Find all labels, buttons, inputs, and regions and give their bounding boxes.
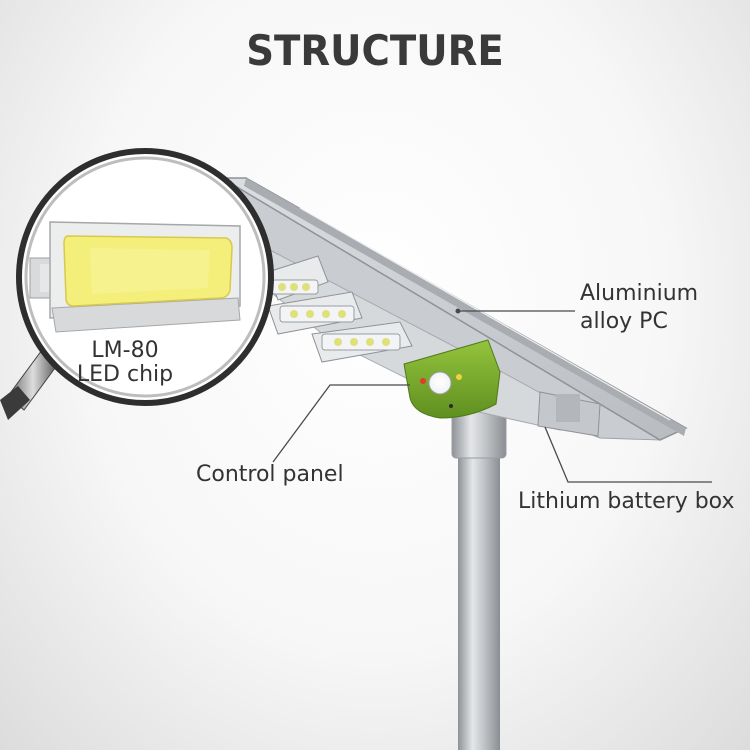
label-lm80: LM-80 xyxy=(91,338,159,363)
label-control-panel: Control panel xyxy=(196,462,344,487)
solar-panel xyxy=(219,177,688,441)
page-title: STRUCTURE xyxy=(246,26,504,75)
led-chip-icon xyxy=(29,221,241,333)
led-module xyxy=(311,321,413,363)
label-aluminium-line2: alloy PC xyxy=(580,309,668,334)
leader-control xyxy=(272,384,410,463)
leader-battery xyxy=(544,426,712,483)
leader-lines xyxy=(272,310,712,483)
label-aluminium-line1: Aluminium xyxy=(580,281,699,306)
led-module xyxy=(267,255,329,301)
led-module xyxy=(267,291,363,335)
label-battery-box: Lithium battery box xyxy=(518,489,735,514)
battery-box xyxy=(537,391,601,437)
label-led-chip: LED chip xyxy=(76,362,174,387)
pir-sensor xyxy=(428,371,452,395)
control-panel xyxy=(403,339,501,419)
pole xyxy=(451,411,507,750)
